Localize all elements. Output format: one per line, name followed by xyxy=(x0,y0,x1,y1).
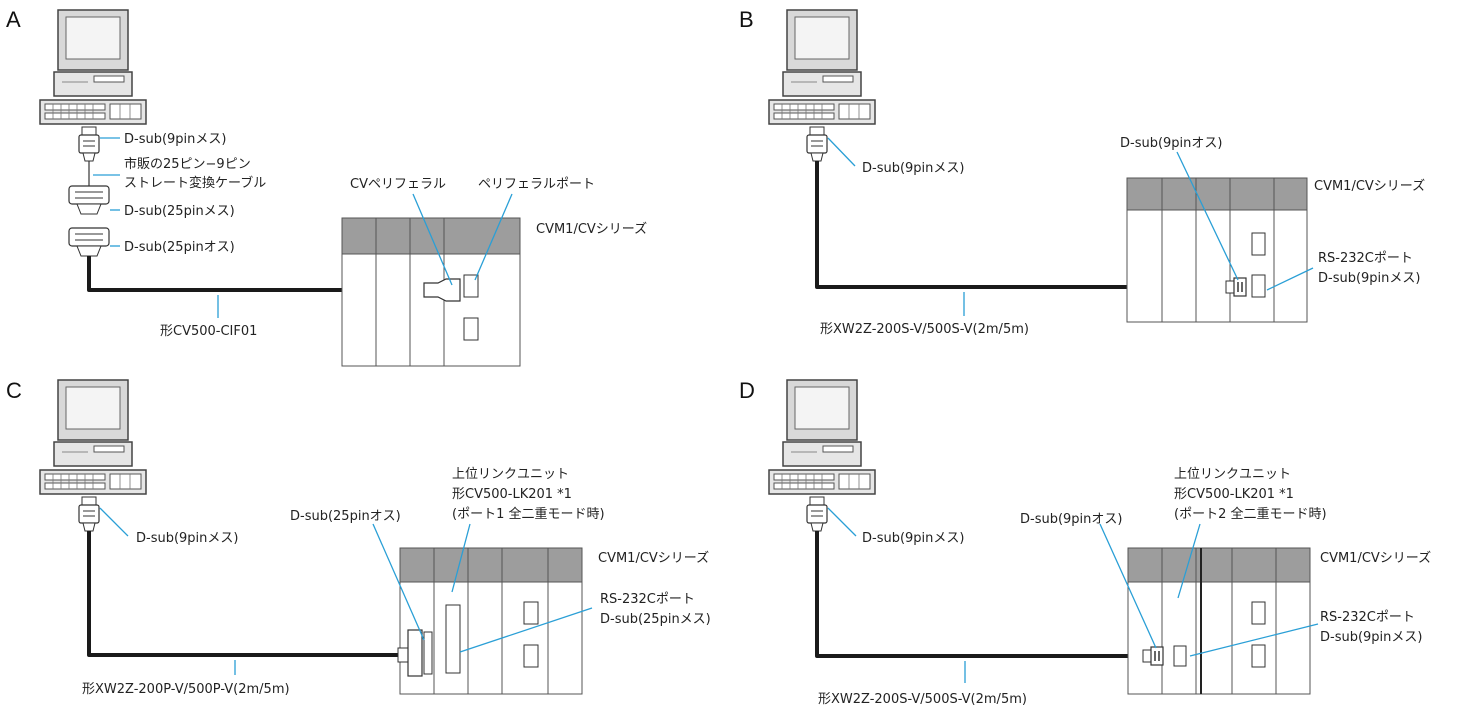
computer-d-icon xyxy=(768,379,876,495)
section-d: D D-sub(9pinメス) D-sub(9pinオス) 上位リンクユニット xyxy=(739,378,1431,707)
plc-label-a: CVM1/CVシリーズ xyxy=(536,221,647,237)
label-converter-line2-a: ストレート変換ケーブル xyxy=(124,175,266,191)
plug-25pin-female-a-icon xyxy=(68,185,110,215)
callouts-c xyxy=(99,507,593,675)
label-dsub-25pin-male-a: D-sub(25pinオス) xyxy=(124,240,235,255)
section-c: C D-sub(9pinメス) D-sub(25pinオ xyxy=(6,378,711,697)
cable-label-d: 形XW2Z-200S-V/500S-V(2m/5m) xyxy=(818,692,1027,707)
label-converter-line1-a: 市販の25ピン−9ピン xyxy=(124,156,251,172)
label-port-line1-d: RS-232Cポート xyxy=(1320,610,1415,625)
callouts-b xyxy=(827,137,1314,316)
section-d-letter: D xyxy=(739,378,755,403)
plc-label-b: CVM1/CVシリーズ xyxy=(1314,178,1425,194)
plug-25pin-male-a-icon xyxy=(68,227,110,257)
plug-9pin-b-icon xyxy=(806,126,828,162)
computer-b-icon xyxy=(768,9,876,125)
cable-label-b: 形XW2Z-200S-V/500S-V(2m/5m) xyxy=(820,322,1029,337)
cable-label-c: 形XW2Z-200P-V/500P-V(2m/5m) xyxy=(82,682,290,697)
plug-9pin-male-b-icon xyxy=(1225,277,1247,297)
label-unit-line2-d: 形CV500-LK201 *1 xyxy=(1174,487,1294,502)
plug-9pin-male-d-icon xyxy=(1142,646,1164,666)
section-b-letter: B xyxy=(739,7,754,32)
label-dsub-25pin-female-a: D-sub(25pinメス) xyxy=(124,204,235,219)
plc-d xyxy=(1127,547,1311,695)
section-a: A D-sub(9pinメス) 市販の25ピン−9ピン xyxy=(6,7,647,367)
label-dsub-9pin-female-d: D-sub(9pinメス) xyxy=(862,531,964,546)
section-c-letter: C xyxy=(6,378,22,403)
cable-label-a: 形CV500-CIF01 xyxy=(160,324,257,339)
callouts-d xyxy=(827,507,1319,683)
plug-9pin-c-icon xyxy=(78,496,100,532)
computer-a-icon xyxy=(39,9,147,125)
cable-b xyxy=(815,161,1228,289)
label-port-line2-d: D-sub(9pinメス) xyxy=(1320,630,1422,645)
label-dsub-9pin-male-b: D-sub(9pinオス) xyxy=(1120,136,1222,151)
section-b: B D-sub(9pinメス) D-sub(9pinオス) CVM1/CVシリー… xyxy=(739,7,1425,337)
label-cv-peripheral-a: CVペリフェラル xyxy=(350,177,446,192)
plug-25pin-male-c-icon xyxy=(397,629,433,677)
label-port-line1-b: RS-232Cポート xyxy=(1318,251,1413,266)
plug-9pin-a-icon xyxy=(78,126,100,162)
label-dsub-9pin-female-b: D-sub(9pinメス) xyxy=(862,161,964,176)
label-dsub-9pin-female-a: D-sub(9pinメス) xyxy=(124,132,226,147)
label-dsub-9pin-male-d: D-sub(9pinオス) xyxy=(1020,512,1122,527)
plc-label-c: CVM1/CVシリーズ xyxy=(598,550,709,566)
label-dsub-9pin-female-c: D-sub(9pinメス) xyxy=(136,531,238,546)
plc-label-d: CVM1/CVシリーズ xyxy=(1320,550,1431,566)
label-unit-line3-c: (ポート1 全二重モード時) xyxy=(452,506,605,522)
label-port-line1-c: RS-232Cポート xyxy=(600,592,695,607)
plc-a xyxy=(341,217,521,367)
cable-c xyxy=(87,531,398,657)
label-dsub-25pin-male-c: D-sub(25pinオス) xyxy=(290,509,401,524)
computer-c-icon xyxy=(39,379,147,495)
section-a-letter: A xyxy=(6,7,21,32)
label-unit-line2-c: 形CV500-LK201 *1 xyxy=(452,487,572,502)
label-unit-line1-d: 上位リンクユニット xyxy=(1174,467,1291,482)
cable-d xyxy=(815,531,1145,658)
label-port-line2-b: D-sub(9pinメス) xyxy=(1318,271,1420,286)
label-peripheral-port-a: ペリフェラルポート xyxy=(478,177,595,192)
plc-b xyxy=(1126,177,1308,323)
label-port-line2-c: D-sub(25pinメス) xyxy=(600,612,711,627)
cable-a xyxy=(87,256,432,292)
callouts-a xyxy=(93,137,513,318)
label-unit-line1-c: 上位リンクユニット xyxy=(452,467,569,482)
plug-9pin-d-icon xyxy=(806,496,828,532)
label-unit-line3-d: (ポート2 全二重モード時) xyxy=(1174,506,1327,522)
